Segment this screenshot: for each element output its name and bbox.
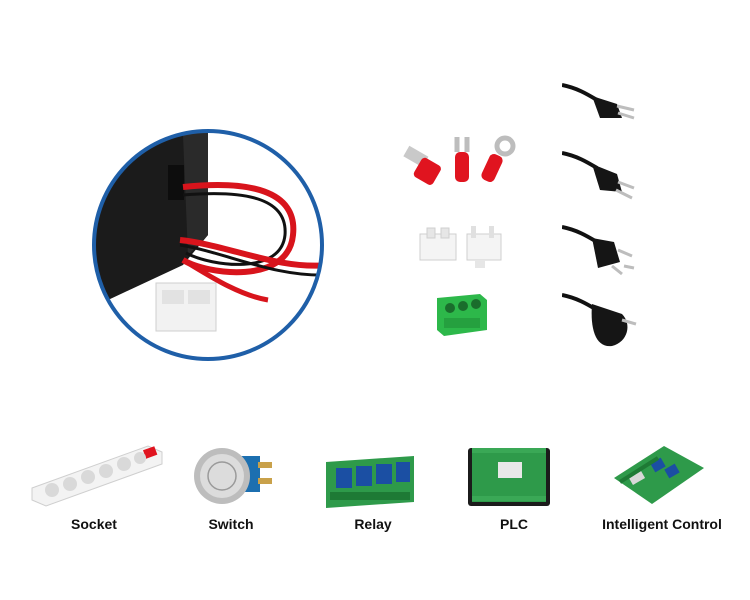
green-terminal-block-image bbox=[432, 290, 492, 340]
plug-schuko-image bbox=[562, 290, 642, 350]
switch-image bbox=[190, 442, 280, 512]
relay-image bbox=[322, 450, 418, 510]
plug-eu-two-pin-image bbox=[562, 148, 642, 203]
cable-zoom-circle bbox=[88, 125, 328, 365]
product-label-socket: Socket bbox=[71, 516, 117, 532]
product-label-plc: PLC bbox=[500, 516, 528, 532]
socket-image bbox=[28, 440, 168, 510]
product-label-relay: Relay bbox=[354, 516, 392, 532]
product-label-switch: Switch bbox=[208, 516, 254, 532]
crimp-terminals-image bbox=[395, 132, 525, 192]
plc-image bbox=[464, 438, 554, 510]
product-label-intelligent-control: Intelligent Control bbox=[602, 516, 722, 532]
plug-us-image bbox=[562, 80, 642, 130]
intelligent-control-image bbox=[608, 438, 708, 512]
plug-au-image bbox=[562, 222, 642, 277]
white-connectors-image bbox=[415, 222, 515, 272]
